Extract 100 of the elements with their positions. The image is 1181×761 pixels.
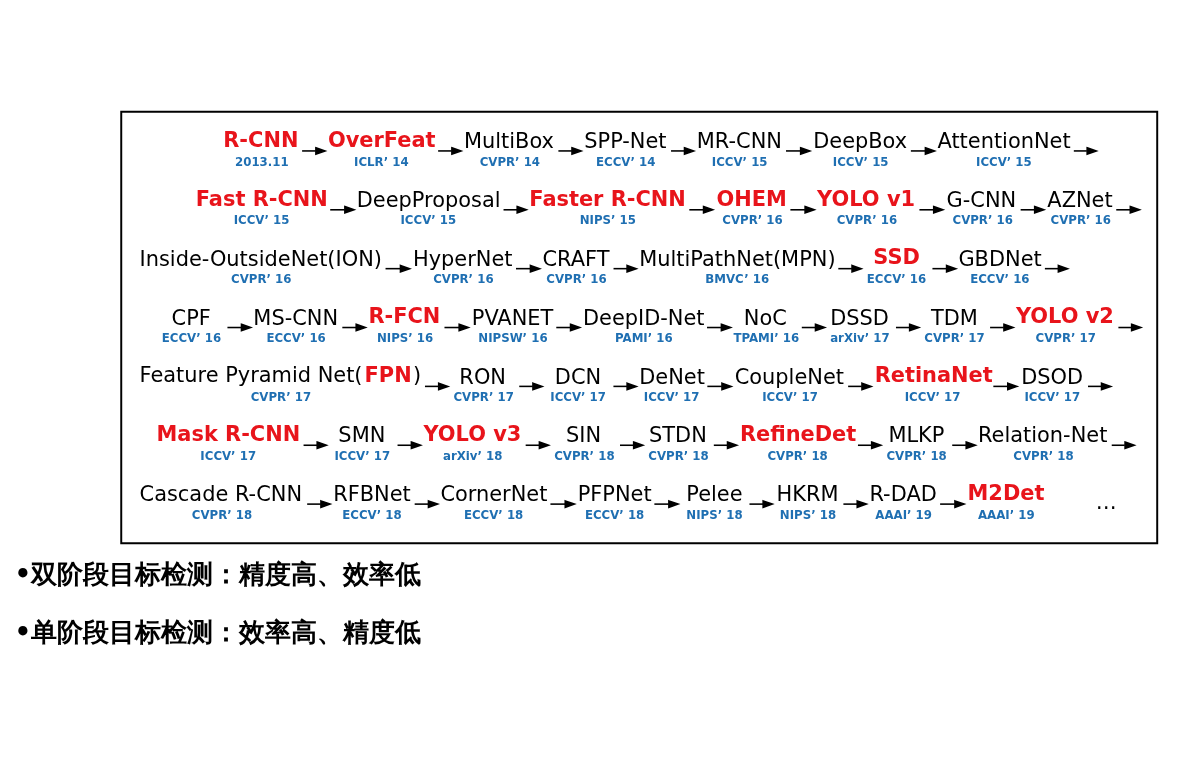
label: •单阶段目标检测：效率高、精度低	[14, 617, 422, 648]
node-label: CVPR’ 18	[767, 448, 828, 463]
node-text: CornerNet	[440, 482, 548, 507]
node-text: M2Det	[967, 480, 1045, 505]
node-label: ICCV’ 17	[334, 448, 391, 463]
node-text: SMN	[338, 423, 386, 448]
node-label: ICLR’ 14	[354, 154, 409, 169]
arrow	[502, 205, 529, 215]
node-label: ICCV’ 15	[976, 154, 1032, 169]
node-label: CVPR’ 16	[836, 213, 898, 228]
node-label: ICCV’ 17	[1024, 390, 1081, 405]
arrow	[713, 440, 740, 450]
node-text: AZNet	[1047, 187, 1113, 212]
node-label: ICCV’ 17	[550, 390, 606, 405]
node-text: MS-CNN	[253, 305, 339, 330]
node-text: OHEM	[716, 186, 787, 211]
arrow	[1019, 205, 1047, 215]
node-text: SPP-Net	[584, 129, 667, 154]
node-text: R-CNN	[223, 127, 299, 152]
node-label: AAAI’ 19	[875, 507, 932, 522]
node-text: R-DAD	[869, 482, 937, 507]
arrow	[549, 499, 577, 509]
node-label: ICCV’ 15	[832, 154, 889, 169]
node-text: Feature Pyramid Net(FPN)	[139, 363, 422, 388]
arrow	[857, 440, 884, 450]
node-text: Cascade R-CNN	[139, 482, 303, 507]
node-label: CVPR’ 16	[722, 213, 783, 228]
node-label: ECCV’ 14	[596, 154, 656, 169]
node-label: AAAI’ 19	[978, 507, 1035, 522]
node-text: DSSD	[830, 305, 889, 330]
arrow	[1073, 146, 1099, 156]
node-text: Inside-OutsideNet(ION)	[139, 246, 382, 271]
node-text: PVANET	[471, 305, 554, 330]
arrow	[789, 205, 817, 215]
arrow	[619, 440, 646, 450]
node-text: DeepProposal	[356, 187, 501, 212]
arrow	[1110, 440, 1137, 450]
arrow	[329, 205, 357, 215]
node-label: ICCV’ 17	[904, 390, 961, 405]
node-label: CVPR’ 17	[924, 331, 985, 346]
node-label: CVPR’ 16	[433, 272, 494, 287]
node-label: CVPR’ 18	[1013, 448, 1074, 463]
node-label: ECCV’ 16	[970, 272, 1030, 287]
arrow	[748, 499, 775, 509]
node-label: NIPSW’ 16	[478, 331, 548, 346]
node-label: ECCV’ 18	[584, 507, 645, 522]
node-label: CVPR’ 18	[191, 507, 253, 522]
node-text: MR-CNN	[696, 129, 782, 154]
node-text: CoupleNet	[734, 364, 844, 389]
node-label: ICCV’ 17	[762, 390, 818, 405]
node-text: OverFeat	[327, 127, 436, 152]
arrow	[396, 440, 423, 450]
node-label: NIPS’ 16	[376, 331, 434, 346]
arrow	[842, 499, 869, 509]
node-label: PAMI’ 16	[615, 331, 673, 346]
node-text: YOLO v2	[1015, 304, 1114, 329]
node-label: CVPR’ 17	[453, 390, 514, 405]
node-text: MultiBox	[463, 129, 554, 154]
node-label: ECCV’ 16	[266, 331, 326, 346]
node-label: CVPR’ 18	[554, 448, 615, 463]
node-text: DeNet	[639, 364, 705, 389]
node-text: CPF	[171, 305, 211, 330]
node-text: NoC	[743, 305, 787, 330]
node-label: arXiv’ 17	[830, 331, 890, 346]
node-text: Mask R-CNN	[156, 422, 301, 447]
arrow	[670, 146, 697, 156]
node-label: CVPR’ 18	[886, 448, 947, 463]
arrow	[301, 146, 328, 156]
node-label: ICCV’ 15	[233, 213, 290, 228]
node-label: BMVC’ 16	[705, 272, 770, 287]
arrow	[413, 499, 440, 509]
node-text: Relation-Net	[978, 423, 1108, 448]
node-label: CVPR’ 16	[546, 272, 607, 287]
node-label: ICCV’ 17	[643, 390, 700, 405]
node-text: GBDNet	[958, 246, 1042, 271]
arrow	[688, 205, 716, 215]
label: •双阶段目标检测：精度高、效率低	[14, 558, 422, 589]
node-text: YOLO v1	[817, 186, 916, 211]
node-text: RON	[459, 364, 506, 389]
node-text: DCN	[554, 364, 602, 389]
node-label: CVPR’ 18	[648, 448, 709, 463]
node-label: CVPR’ 16	[952, 213, 1013, 228]
node-label: ECCV’ 16	[866, 272, 927, 287]
node-text: DeepID-Net	[582, 305, 705, 330]
node-label: ICCV’ 15	[400, 213, 457, 228]
node-label: NIPS’ 18	[686, 507, 743, 522]
node-label: CVPR’ 17	[250, 390, 312, 405]
node-label: ECCV’ 18	[342, 507, 402, 522]
node-label: CVPR’ 16	[231, 272, 292, 287]
node-text: MultiPathNet(MPN)	[639, 246, 836, 271]
node-text: G-CNN	[946, 187, 1017, 212]
node-text: RFBNet	[333, 482, 411, 507]
arrow	[306, 499, 333, 509]
node-label: TPAMI’ 16	[733, 331, 800, 346]
node-text: Fast R-CNN	[195, 186, 328, 211]
arrow	[437, 146, 464, 156]
node-text: SSD	[873, 245, 920, 270]
arrow	[1115, 205, 1142, 215]
arrow	[653, 499, 681, 509]
node-label: ECCV’ 18	[463, 507, 524, 522]
